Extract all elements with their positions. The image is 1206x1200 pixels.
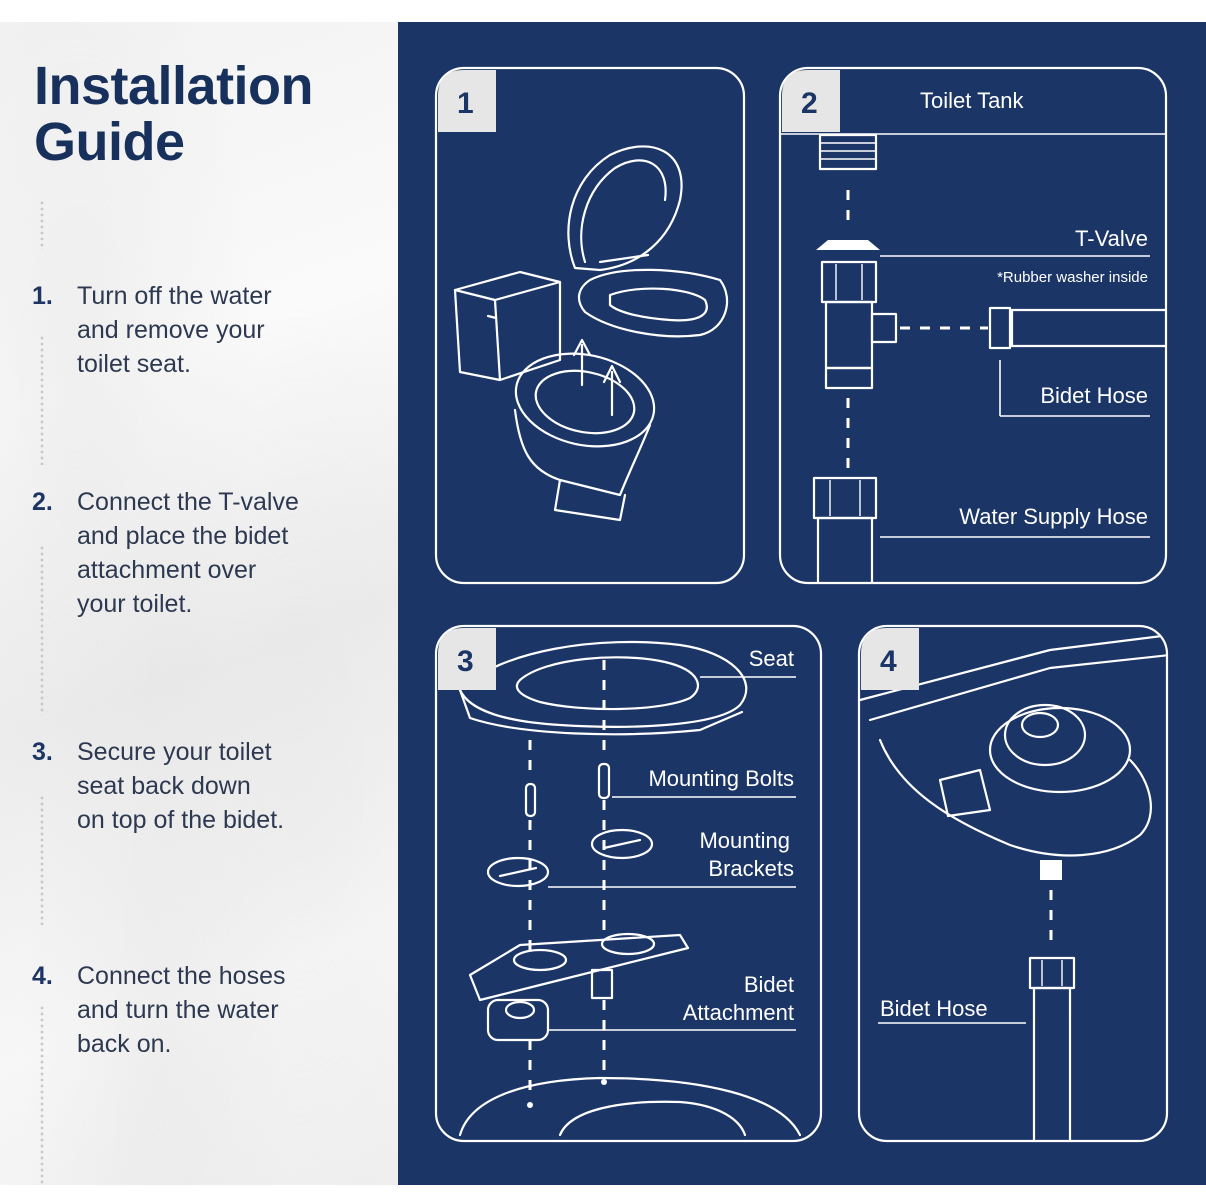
step-4: 4. Connect the hoses and turn the water … xyxy=(32,959,372,1061)
panel-4-number: 4 xyxy=(880,645,897,678)
bidet-attachment xyxy=(468,932,690,1042)
step-number: 1. xyxy=(32,282,53,310)
seat-illustration xyxy=(458,640,748,736)
panel-4: 4 Bidet Hose xyxy=(857,624,1169,1143)
label-bidet-hose: Bidet Hose xyxy=(880,996,988,1021)
title-line-2: Guide xyxy=(34,112,185,172)
mounting-bolts xyxy=(524,762,611,818)
step-text: Connect the T-valve and place the bidet … xyxy=(77,488,299,618)
step-number: 4. xyxy=(32,962,53,990)
t-valve xyxy=(820,260,898,390)
label-water-supply-hose: Water Supply Hose xyxy=(959,504,1148,529)
marble-background xyxy=(0,22,398,1185)
step-3: 3. Secure your toilet seat back down on … xyxy=(32,735,372,837)
panel-1: 1 xyxy=(434,66,746,585)
step-text: Secure your toilet seat back down on top… xyxy=(77,738,285,834)
panel-1-badge xyxy=(438,70,496,132)
step-1: 1. Turn off the water and remove your to… xyxy=(32,279,372,381)
dotted-divider xyxy=(40,335,44,465)
label-t-valve: T-Valve xyxy=(1075,226,1148,251)
toilet-illustration xyxy=(453,145,729,522)
label-bidet-attachment-2: Attachment xyxy=(683,1000,794,1025)
bidet-control-closeup xyxy=(859,633,1167,880)
label-mounting-brackets-2: Brackets xyxy=(708,856,794,881)
illustration-background xyxy=(398,22,1206,1185)
label-seat: Seat xyxy=(749,646,794,671)
panel-4-badge xyxy=(861,628,919,690)
bidet-hose xyxy=(1028,956,1076,1141)
dotted-divider xyxy=(40,795,44,925)
mounting-brackets xyxy=(486,828,654,888)
rubber-washer xyxy=(816,240,880,250)
panel-3: 3 Seat Mounting Bolts Mounting Brackets … xyxy=(434,624,823,1143)
toilet-bowl xyxy=(458,1076,802,1137)
label-mounting-brackets-1: Mounting xyxy=(699,828,790,853)
dotted-divider xyxy=(40,1005,44,1185)
bidet-hose xyxy=(988,306,1166,350)
panel-3-number: 3 xyxy=(457,645,474,678)
step-number: 3. xyxy=(32,738,53,766)
hose-connector xyxy=(1040,860,1062,880)
label-rubber-washer: *Rubber washer inside xyxy=(997,269,1148,286)
label-bidet-attachment-1: Bidet xyxy=(744,972,794,997)
bottom-strip xyxy=(0,1185,1206,1200)
panel-2-number: 2 xyxy=(801,87,818,120)
label-toilet-tank: Toilet Tank xyxy=(920,88,1025,113)
panel-1-number: 1 xyxy=(457,87,474,120)
panel-3-badge xyxy=(438,628,496,690)
label-bidet-hose: Bidet Hose xyxy=(1040,383,1148,408)
water-supply-hose xyxy=(812,476,878,583)
step-number: 2. xyxy=(32,488,53,516)
dotted-divider xyxy=(40,200,44,250)
step-text: Connect the hoses and turn the water bac… xyxy=(77,962,286,1058)
step-2: 2. Connect the T-valve and place the bid… xyxy=(32,485,372,621)
title-line-1: Installation xyxy=(34,56,314,116)
step-text: Turn off the water and remove your toile… xyxy=(77,282,272,378)
label-mounting-bolts: Mounting Bolts xyxy=(648,766,794,791)
dotted-divider xyxy=(40,545,44,715)
tank-fitting xyxy=(780,133,1166,171)
panel-2: 2 Toilet Tank T-Valve *Rubber washer ins… xyxy=(778,66,1168,585)
instructions-column xyxy=(0,22,398,1185)
panel-2-badge xyxy=(782,70,840,132)
page-title: Installation Guide xyxy=(34,56,314,172)
